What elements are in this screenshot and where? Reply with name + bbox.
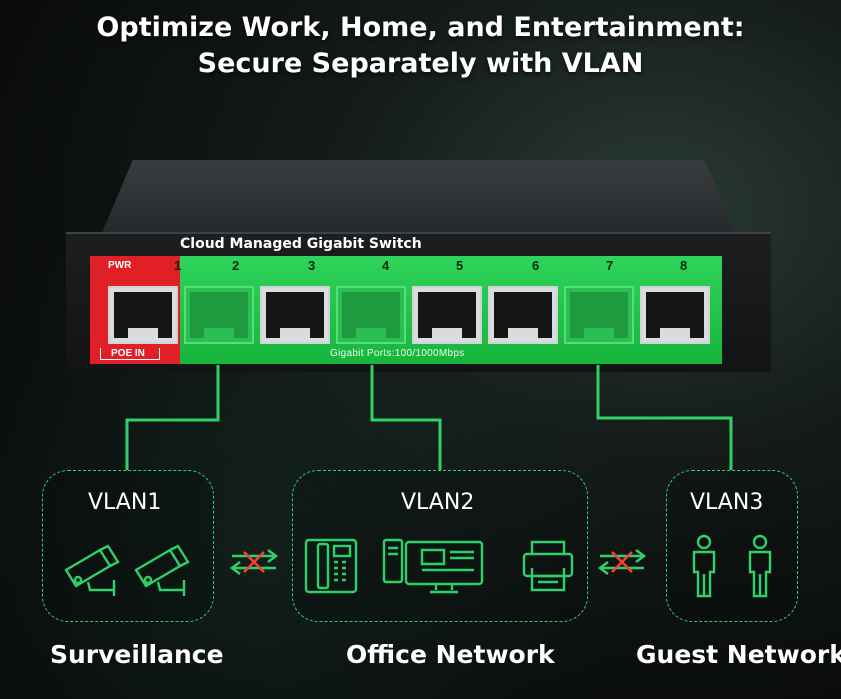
port-number-3: 3 [308,258,316,273]
vlan2-caption: Office Network [346,640,555,669]
blocked-arrow-icon [229,549,279,575]
ethernet-port-6 [488,286,558,344]
vlan1-caption: Surveillance [50,640,224,669]
ethernet-port-4 [336,286,406,344]
vlan1-connector [125,365,220,470]
ethernet-port-1 [108,286,178,344]
ethernet-port-2 [184,286,254,344]
port-panel: PWR POE IN Gigabit Ports:100/1000Mbps 1 … [90,256,722,364]
pwr-label: PWR [108,260,132,271]
port-number-2: 2 [232,258,240,273]
vlan1-box [42,470,214,622]
blocked-arrow-icon [597,549,647,575]
gigabit-ports-label: Gigabit Ports:100/1000Mbps [330,348,465,359]
ethernet-port-7 [564,286,634,344]
port-number-1: 1 [174,258,182,273]
port-number-4: 4 [382,258,390,273]
port-number-6: 6 [532,258,540,273]
phone-icon [304,538,358,594]
port-number-5: 5 [456,258,464,273]
vlan2-title: VLAN2 [401,490,475,515]
camera-icon [64,544,190,596]
office-devices [304,538,574,594]
ethernet-port-8 [640,286,710,344]
ethernet-port-3 [260,286,330,344]
vlan3-title: VLAN3 [690,490,764,515]
ethernet-port-5 [412,286,482,344]
vlan3-caption: Guest Network [636,640,841,669]
vlan3-box [666,470,798,622]
computer-icon [382,538,484,594]
vlan1-title: VLAN1 [88,490,162,515]
poe-in-label: POE IN [100,348,160,360]
headline-line1: Optimize Work, Home, and Entertainment: [96,12,745,43]
switch-label: Cloud Managed Gigabit Switch [180,236,422,252]
switch-top [101,160,736,235]
vlan2-connector [370,365,442,470]
printer-icon [522,540,574,592]
port-number-7: 7 [606,258,614,273]
person-icon [692,534,772,598]
headline: Optimize Work, Home, and Entertainment: … [0,10,841,82]
network-switch: Cloud Managed Gigabit Switch PWR POE IN … [66,160,771,372]
vlan3-connector [596,365,733,470]
port-number-8: 8 [680,258,688,273]
headline-line2: Secure Separately with VLAN [197,48,644,79]
